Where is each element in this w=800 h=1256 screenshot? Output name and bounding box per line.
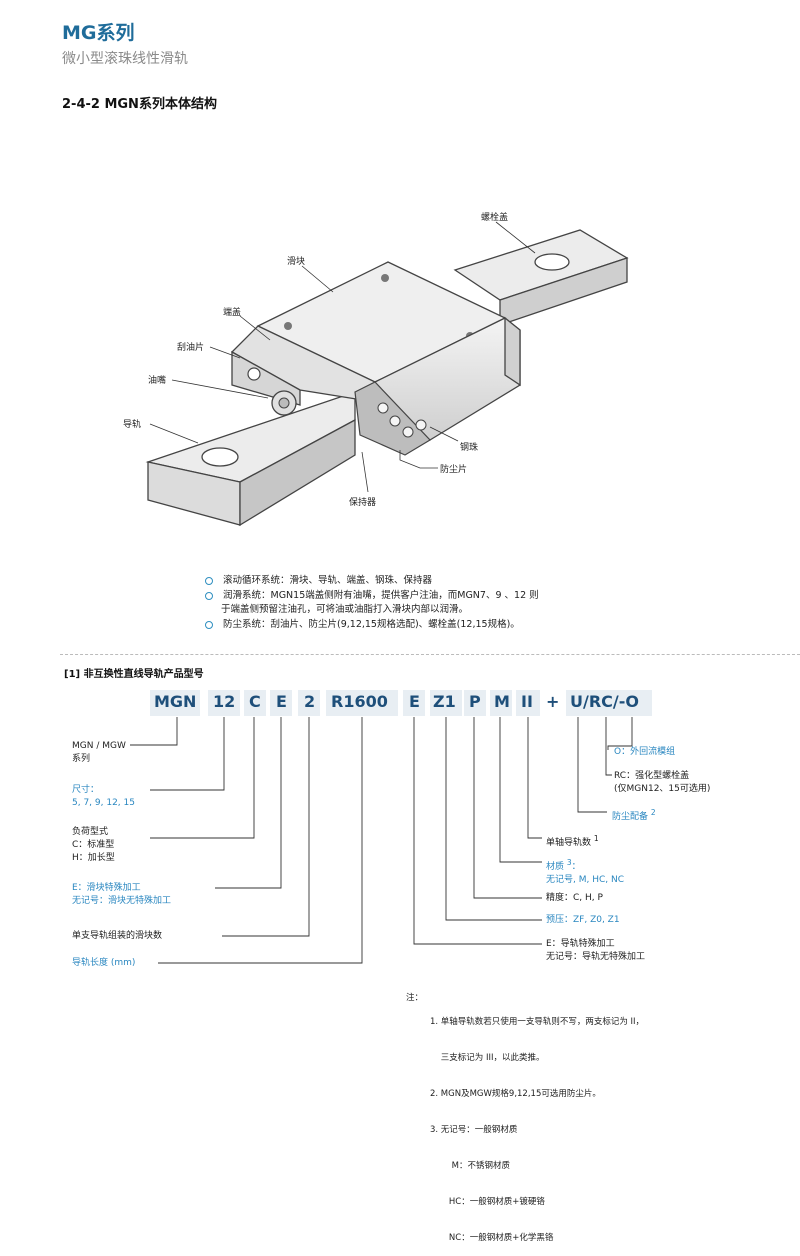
code-series: MGN xyxy=(154,692,197,711)
label-end-cap: 端盖 xyxy=(223,308,242,318)
feature-item-continued: 于端盖侧预留注油孔，可将油或油脂打入滑块内部以润滑。 xyxy=(221,604,469,615)
code-box xyxy=(430,690,462,716)
feature-item: 滚动循环系统：滑块、导轨、端盖、钢珠、保持器 xyxy=(205,572,432,586)
feature-item: 防尘系统：刮油片、防尘片(9,12,15规格选配)、螺栓盖(12,15规格)。 xyxy=(205,616,520,630)
bullet-ring-icon xyxy=(205,576,213,585)
code-box xyxy=(298,690,320,716)
desc-dust-protection: 防尘配备 2 xyxy=(612,808,656,822)
code-box xyxy=(326,690,398,716)
code-box xyxy=(403,690,425,716)
section-heading: 2-4-2 MGN系列本体结构 xyxy=(62,97,217,112)
feature-item: 润滑系统：MGN15端盖侧附有油嘴，提供客户注油，而MGN7、9 、12 则 xyxy=(205,587,539,601)
desc-rail-special: E：导轨特殊加工 无记号：导轨无特殊加工 xyxy=(546,939,646,962)
code-box xyxy=(150,690,200,716)
code-rail-length: R1600 xyxy=(331,692,388,711)
code-box xyxy=(270,690,292,716)
code-box xyxy=(464,690,486,716)
model-section-title: [1] 非互换性直线导轨产品型号 xyxy=(64,669,204,680)
code-box xyxy=(244,690,266,716)
code-box xyxy=(566,690,652,716)
desc-load-type: 负荷型式 C：标准型 H：加长型 xyxy=(72,827,115,863)
code-material: M xyxy=(494,692,510,711)
page-subtitle: 微小型滚珠线性滑轨 xyxy=(62,51,188,67)
desc-size: 尺寸： 5, 7, 9, 12, 15 xyxy=(72,785,135,808)
label-block: 滑块 xyxy=(287,257,306,267)
guide-rail-illustration xyxy=(145,221,629,527)
code-block-special: E xyxy=(276,692,287,711)
page-title: MG系列 xyxy=(62,22,135,44)
section-divider xyxy=(60,654,800,655)
desc-rails-per-axis: 单轴导轨数 1 xyxy=(546,834,599,848)
desc-series: MGN / MGW 系列 xyxy=(72,741,126,764)
code-rail-special: E xyxy=(409,692,420,711)
code-box xyxy=(208,690,240,716)
desc-rail-length: 导轨长度 (mm) xyxy=(72,958,136,968)
desc-blocks-per-rail: 单支导轨组装的滑块数 xyxy=(72,931,163,941)
code-load: C xyxy=(249,692,261,711)
label-ball: 钢珠 xyxy=(460,443,479,453)
label-bolt-cap: 螺栓盖 xyxy=(481,213,509,223)
desc-accuracy: 精度：C, H, P xyxy=(546,893,603,903)
connector-lines xyxy=(130,717,633,964)
notes-label: 注： xyxy=(406,993,424,1003)
code-rails-per-axis: II xyxy=(521,692,533,711)
notes-block: 1. 单轴导轨数若只使用一支导轨则不写，两支标记为 II， 三支标记为 III，… xyxy=(430,1017,645,1243)
code-options: U/RC/-O xyxy=(570,692,639,711)
code-box xyxy=(516,690,540,716)
label-retainer: 保持器 xyxy=(349,498,377,508)
label-rail: 导轨 xyxy=(123,420,142,430)
code-plus: + xyxy=(546,692,560,711)
desc-o-option: O：外回流模组 xyxy=(614,747,676,757)
code-box xyxy=(490,690,512,716)
desc-rc-option: RC：强化型螺栓盖 (仅MGN12、15可选用) xyxy=(614,771,711,794)
code-preload: Z1 xyxy=(433,692,456,711)
desc-block-special: E：滑块特殊加工 无记号：滑块无特殊加工 xyxy=(72,883,172,906)
label-dust-seal: 防尘片 xyxy=(440,465,468,475)
desc-preload: 预压：ZF, Z0, Z1 xyxy=(546,915,620,925)
bullet-ring-icon xyxy=(205,620,213,629)
desc-material: 材质 3： 无记号, M, HC, NC xyxy=(546,858,624,885)
code-accuracy: P xyxy=(469,692,481,711)
label-scraper: 刮油片 xyxy=(177,343,205,353)
code-blocks-count: 2 xyxy=(304,692,316,711)
label-nipple: 油嘴 xyxy=(148,376,167,386)
bullet-ring-icon xyxy=(205,591,213,600)
code-size: 12 xyxy=(213,692,236,711)
